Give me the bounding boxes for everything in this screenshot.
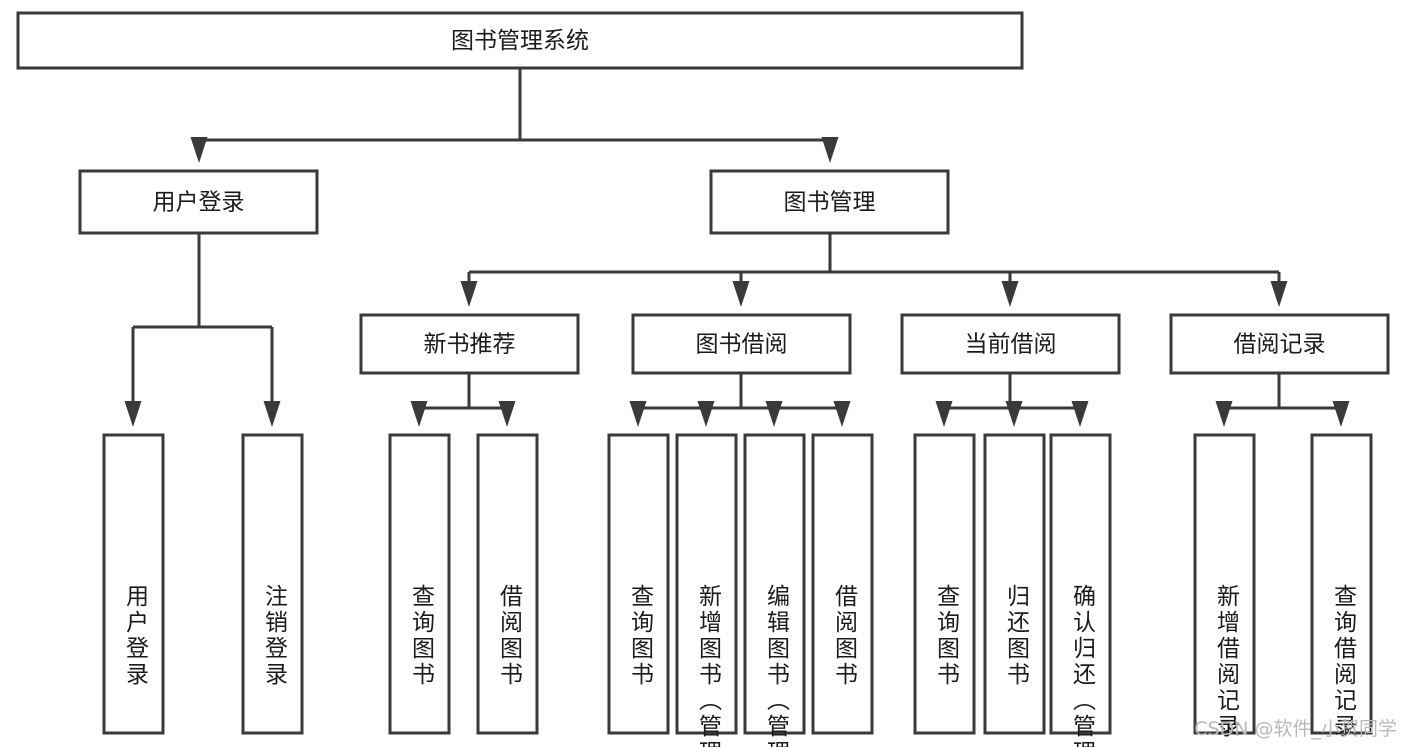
node-leaf-query-book-current[interactable]: 查询图书 (913, 433, 976, 735)
node-root[interactable]: 图书管理系统 (16, 11, 1024, 70)
node-new-book-recommend[interactable]: 新书推荐 (359, 313, 580, 375)
node-label: 确认归还（管理员） (1069, 584, 1097, 747)
arrow-head-icon (629, 401, 647, 427)
level3-node-box[interactable] (631, 313, 852, 375)
node-leaf-query-borrow-record[interactable]: 查询借阅记录 (1310, 433, 1373, 740)
node-label: 编辑图书（管理员） (763, 584, 791, 747)
node-leaf-query-book-borrow[interactable]: 查询图书 (607, 433, 670, 735)
arrow-head-icon (1270, 281, 1288, 307)
node-leaf-user-login[interactable]: 用户登录 (102, 433, 165, 735)
node-leaf-borrow-book[interactable]: 借阅图书 (811, 433, 874, 735)
node-label: 图书管理系统 (451, 28, 589, 54)
leaf-node-box[interactable] (1049, 433, 1112, 735)
node-leaf-borrow-book-rec[interactable]: 借阅图书 (476, 433, 539, 735)
leaf-node-box[interactable] (102, 433, 165, 735)
leaf-node-box[interactable] (983, 433, 1046, 735)
node-user-login[interactable]: 用户登录 (78, 169, 319, 235)
node-label: 借阅图书 (496, 584, 524, 688)
leaf-node-box[interactable] (388, 433, 451, 735)
node-label: 借阅图书 (831, 584, 859, 688)
node-borrow-record[interactable]: 借阅记录 (1169, 313, 1390, 375)
node-leaf-add-book-admin[interactable]: 新增图书（管理员） (675, 433, 738, 747)
node-label: 借阅记录 (1234, 332, 1326, 358)
level2-node-box[interactable] (709, 169, 950, 235)
leaf-node-box[interactable] (1310, 433, 1373, 735)
leaf-node-box[interactable] (607, 433, 670, 735)
level3-node-box[interactable] (1169, 313, 1390, 375)
leaf-node-box[interactable] (476, 433, 539, 735)
arrow-head-icon (697, 401, 715, 427)
node-leaf-query-book-rec[interactable]: 查询图书 (388, 433, 451, 735)
arrow-head-icon (410, 401, 428, 427)
node-leaf-add-borrow-record[interactable]: 新增借阅记录 (1193, 433, 1256, 740)
arrow-head-icon (833, 401, 851, 427)
leaf-node-box[interactable] (913, 433, 976, 735)
node-label: 用户登录 (153, 190, 245, 216)
leaf-node-box[interactable] (675, 433, 738, 735)
node-label: 图书管理 (784, 190, 876, 216)
node-label: 查询图书 (933, 584, 961, 688)
leaf-node-box[interactable] (743, 433, 806, 735)
arrow-head-icon (498, 401, 516, 427)
node-label: 查询图书 (408, 584, 436, 688)
arrow-head-icon (1071, 401, 1089, 427)
node-label: 注销登录 (261, 584, 289, 688)
level2-node-box[interactable] (78, 169, 319, 235)
arrow-head-icon (935, 401, 953, 427)
arrow-head-icon (1215, 401, 1233, 427)
node-book-borrow[interactable]: 图书借阅 (631, 313, 852, 375)
node-label: 图书借阅 (696, 332, 788, 358)
leaf-node-box[interactable] (1193, 433, 1256, 735)
arrow-head-icon (732, 281, 750, 307)
node-label: 新增图书（管理员） (695, 584, 723, 747)
arrow-head-icon (821, 137, 839, 163)
arrow-head-icon (124, 401, 142, 427)
node-label: 新书推荐 (424, 332, 516, 358)
node-label: 当前借阅 (965, 332, 1057, 358)
node-label: 查询借阅记录 (1330, 584, 1358, 740)
arrow-head-icon (1001, 281, 1019, 307)
node-leaf-confirm-return-admin[interactable]: 确认归还（管理员） (1049, 433, 1112, 747)
arrow-head-icon (460, 281, 478, 307)
leaf-node-box[interactable] (811, 433, 874, 735)
leaf-node-box[interactable] (241, 433, 304, 735)
arrow-head-icon (1005, 401, 1023, 427)
node-book-management[interactable]: 图书管理 (709, 169, 950, 235)
level3-node-box[interactable] (900, 313, 1121, 375)
node-leaf-edit-book-admin[interactable]: 编辑图书（管理员） (743, 433, 806, 747)
arrow-head-icon (1332, 401, 1350, 427)
root-node-box[interactable] (16, 11, 1024, 70)
node-leaf-logout-login[interactable]: 注销登录 (241, 433, 304, 735)
node-leaf-return-book[interactable]: 归还图书 (983, 433, 1046, 735)
node-label: 新增借阅记录 (1213, 584, 1241, 740)
nodes-layer: 图书管理系统用户登录图书管理新书推荐图书借阅当前借阅借阅记录用户登录注销登录查询… (16, 11, 1390, 747)
level3-node-box[interactable] (359, 313, 580, 375)
node-label: 用户登录 (122, 584, 150, 688)
arrow-head-icon (263, 401, 281, 427)
arrow-head-icon (190, 137, 208, 163)
node-label: 查询图书 (627, 584, 655, 688)
node-current-borrow[interactable]: 当前借阅 (900, 313, 1121, 375)
arrow-head-icon (765, 401, 783, 427)
node-label: 归还图书 (1003, 584, 1031, 688)
connectors-layer (124, 68, 1350, 427)
